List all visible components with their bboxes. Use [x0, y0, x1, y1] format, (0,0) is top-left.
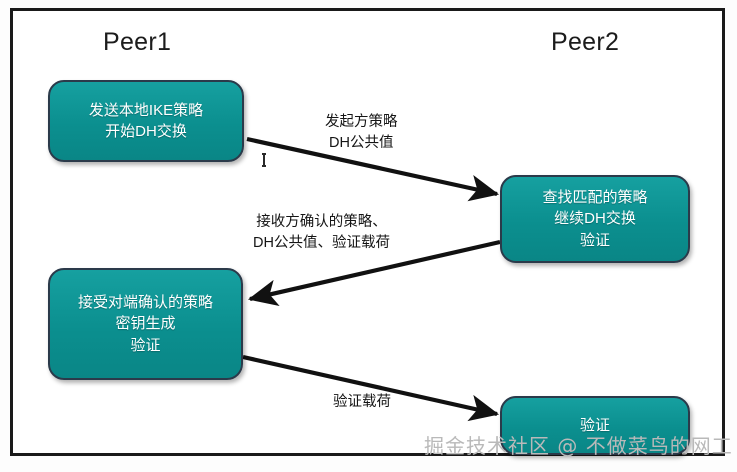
arrow-label-responder-line-2: DH公共值、验证载荷 — [253, 235, 390, 252]
peer2-title: Peer2 — [551, 28, 620, 56]
node-verify[interactable]: 验证 — [500, 396, 690, 455]
arrow-label-auth-payload-line-1: 验证载荷 — [333, 394, 391, 410]
node-verify-line-1: 验证 — [579, 416, 610, 434]
node-accept-policy-line-2: 密钥生成 — [115, 315, 176, 333]
watermark: 掘金技术社区 @ 不做菜鸟的网工 — [424, 434, 733, 458]
arrow-label-auth-payload: 验证载荷 — [333, 392, 391, 413]
node-accept-policy-line-3: 验证 — [130, 336, 161, 354]
node-find-match-line-2: 继续DH交换 — [554, 210, 636, 228]
peer1-title: Peer1 — [103, 28, 172, 56]
node-find-match[interactable]: 查找匹配的策略 继续DH交换 验证 — [500, 175, 690, 263]
arrow-label-responder: 接收方确认的策略、 DH公共值、验证载荷 — [253, 212, 390, 254]
arrow-label-initiator: 发起方策略 DH公共值 — [325, 112, 398, 154]
node-send-policy-line-2: 开始DH交换 — [105, 123, 187, 140]
text-caret-icon — [262, 153, 266, 167]
node-find-match-line-1: 查找匹配的策略 — [542, 189, 648, 207]
node-send-policy-line-1: 发送本地IKE策略 — [88, 101, 204, 119]
arrow-label-initiator-line-2: DH公共值 — [329, 135, 394, 152]
node-accept-policy-line-1: 接受对端确认的策略 — [77, 294, 213, 312]
node-accept-policy[interactable]: 接受对端确认的策略 密钥生成 验证 — [48, 268, 243, 380]
node-find-match-line-3: 验证 — [579, 231, 610, 249]
arrow-label-initiator-line-1: 发起方策略 — [325, 114, 398, 130]
node-send-policy[interactable]: 发送本地IKE策略 开始DH交换 — [48, 80, 244, 162]
arrow-label-responder-line-1: 接收方确认的策略、 — [256, 214, 387, 230]
